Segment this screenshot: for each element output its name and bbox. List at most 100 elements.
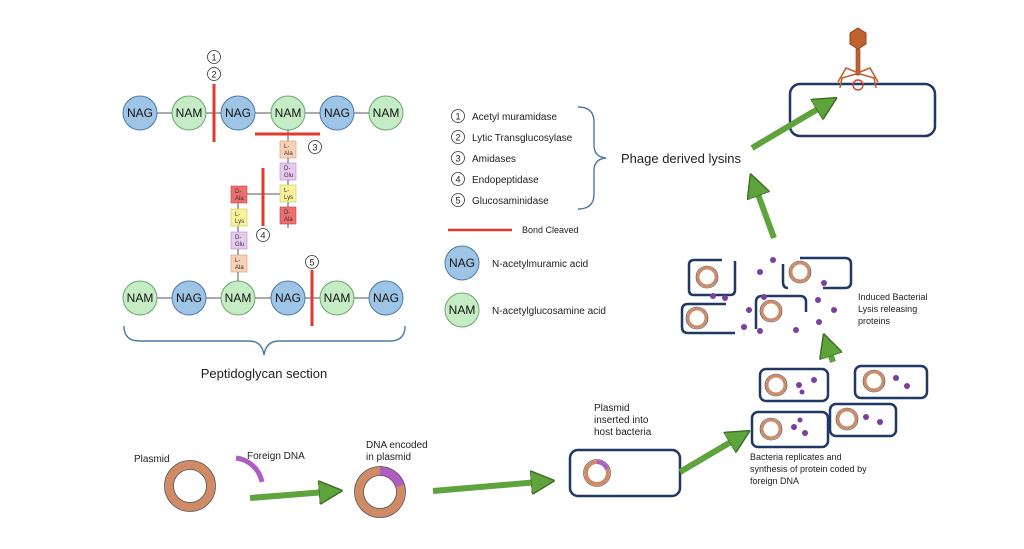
nag-label: NAG <box>373 291 399 305</box>
nag-label: NAG <box>176 291 202 305</box>
replicating-bacteria <box>750 364 929 449</box>
flow-arrow <box>752 178 777 240</box>
released-proteins <box>710 257 837 334</box>
inserted-dna-segment <box>379 466 405 488</box>
upper-peptide-stem: L- Ala D- Glu L- Lys D- Ala <box>279 140 297 225</box>
inserted-label: inserted into <box>594 415 649 426</box>
amino-acid-l-lys <box>230 208 248 227</box>
encoded-label: DNA encoded <box>366 440 428 451</box>
section-label: Peptidoglycan section <box>201 366 327 381</box>
lysis-label: Induced Bacterial <box>858 292 928 302</box>
cloning-workflow: Plasmid Foreign DNA DNA encoded in plasm… <box>134 364 929 518</box>
legend-number: 3 <box>455 154 460 164</box>
peptidoglycan-structure: NAG NAM NAG NAM NAG NAM NAM NAG NAM NAG … <box>122 50 406 381</box>
legend-marker <box>451 172 465 186</box>
inserted-label: host bacteria <box>594 427 652 438</box>
nag-unit <box>319 95 355 131</box>
aa-label: Ala <box>284 151 293 157</box>
phage-infection <box>750 27 937 151</box>
site-marker <box>256 228 270 242</box>
legend-enzyme-name: Glucosaminidase <box>472 196 549 207</box>
encoded-label: in plasmid <box>366 452 411 463</box>
foreign-dna-label: Foreign DNA <box>247 451 305 462</box>
nam-label: NAM <box>127 291 154 305</box>
legend-nam-description: N-acetylglucosamine acid <box>492 306 606 317</box>
lower-peptide-stem: D- Ala L- Lys D- Glu L- Ala <box>230 185 248 273</box>
bond-cleaved-label: Bond Cleaved <box>522 225 579 235</box>
enzyme-legend: 1 Acetyl muramidase 2 Lytic Transglucosy… <box>444 106 741 328</box>
phage-tail <box>855 48 861 76</box>
nam-label: NAM <box>176 106 203 120</box>
amino-acid-d-glu <box>230 231 248 250</box>
aa-label: L- <box>284 144 289 150</box>
amino-acid-d-ala <box>279 206 297 225</box>
site-marker <box>305 255 319 269</box>
nam-unit <box>122 280 158 316</box>
legend-enzyme-name: Acetyl muramidase <box>472 112 557 123</box>
nam-unit <box>319 280 355 316</box>
nam-label: NAM <box>275 106 302 120</box>
foreign-dna-fragment <box>235 455 265 483</box>
lysin-brace <box>577 106 607 210</box>
aa-label: Lys <box>235 219 244 225</box>
nag-unit <box>171 280 207 316</box>
flow-arrow <box>432 481 550 491</box>
legend-number: 2 <box>455 133 460 143</box>
lysis-stage: Induced Bacterial Lysis releasing protei… <box>680 178 928 363</box>
legend-number: 5 <box>455 196 460 206</box>
aa-label: L- <box>235 212 240 218</box>
amino-acid-d-glu <box>279 162 297 181</box>
aa-label: Ala <box>235 265 244 271</box>
legend-enzyme-name: Amidases <box>472 154 516 165</box>
lysin-group-label: Phage derived lysins <box>621 151 741 166</box>
nag-label: NAG <box>225 106 251 120</box>
legend-enzyme-name: Endopeptidase <box>472 175 539 186</box>
nam-label: NAM <box>324 291 351 305</box>
nam-unit <box>368 95 404 131</box>
plasmid-label: Plasmid <box>134 454 170 465</box>
amino-acid-d-ala <box>230 185 248 204</box>
aa-label: Ala <box>284 217 293 223</box>
nam-label: NAM <box>373 106 400 120</box>
site-number: 3 <box>312 143 317 153</box>
nag-unit <box>122 95 158 131</box>
nag-unit <box>220 95 256 131</box>
aa-label: D- <box>284 210 290 216</box>
lysis-label: proteins <box>858 316 891 326</box>
aa-label: Lys <box>284 195 293 201</box>
legend-number: 1 <box>455 112 460 122</box>
legend-marker <box>451 130 465 144</box>
nag-unit <box>368 280 404 316</box>
site-marker <box>207 67 221 81</box>
site-marker <box>308 140 322 154</box>
flow-arrow <box>678 433 746 475</box>
legend-nag-swatch <box>444 245 480 281</box>
amino-acid-l-ala <box>279 140 297 159</box>
nag-unit <box>270 280 306 316</box>
amino-acid-l-lys <box>279 184 297 203</box>
nag-label: NAG <box>324 106 350 120</box>
amino-acid-l-ala <box>230 254 248 273</box>
plasmid-ring <box>164 460 216 512</box>
inserted-label: Plasmid <box>594 403 630 414</box>
flow-arrow <box>249 491 338 498</box>
aa-label: D- <box>235 235 241 241</box>
legend-number: 4 <box>455 175 460 185</box>
site-number: 1 <box>211 53 216 63</box>
aa-label: Ala <box>235 196 244 202</box>
site-number: 2 <box>211 70 216 80</box>
aa-label: L- <box>284 188 289 194</box>
legend-nam-swatch <box>444 292 480 328</box>
flow-arrow <box>750 100 833 151</box>
nag-label: NAG <box>127 106 153 120</box>
phage-tail-fiber <box>837 66 857 83</box>
replicates-label: Bacteria replicates and <box>750 452 842 462</box>
top-glycan-chain: NAG NAM NAG NAM NAG NAM <box>122 95 404 131</box>
flow-arrow <box>825 338 833 363</box>
site-number: 4 <box>260 231 265 241</box>
legend-marker <box>451 193 465 207</box>
phage-head <box>849 27 867 50</box>
legend-nag-symbol: NAG <box>449 256 475 270</box>
site-marker <box>207 50 221 64</box>
